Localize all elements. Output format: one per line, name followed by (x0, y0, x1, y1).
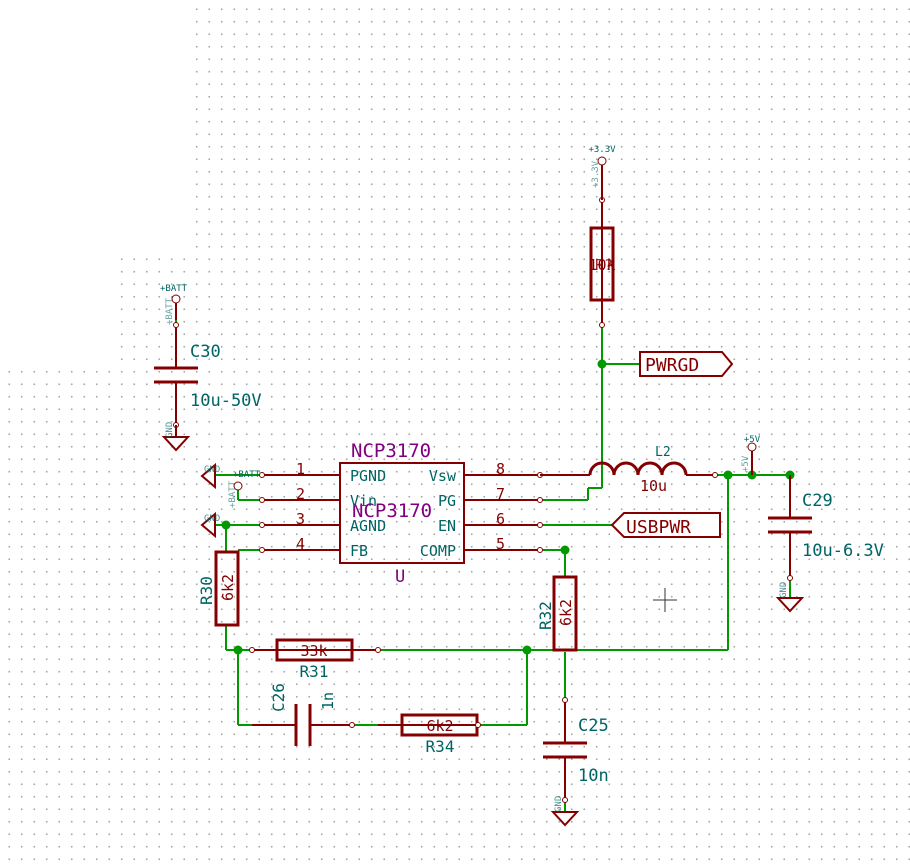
ic-value: NCP3170 (352, 500, 432, 522)
junction-dot (233, 645, 243, 655)
capacitor-value: 10u-6.3V (802, 541, 884, 561)
pin-name: PG (438, 492, 456, 510)
power-label-vertical: +5V (741, 455, 751, 472)
capacitor-c25[interactable]: C25 10n (543, 697, 609, 803)
ground-c25[interactable]: GND (550, 796, 580, 827)
resistor-r31[interactable]: 33k R31 (249, 638, 381, 681)
ic-ncp3170[interactable]: NCP3170 NCP3170 U 1 2 3 4 8 7 6 5 PGND V… (259, 440, 543, 587)
resistor-reference: R32 (536, 601, 555, 630)
pin-name: Vsw (429, 467, 457, 485)
ground-agnd[interactable]: GND (200, 511, 220, 539)
crosshair-cursor-icon (653, 588, 677, 612)
power-label: +BATT (233, 470, 261, 480)
power-label-vertical: +BATT (228, 480, 238, 508)
label-text: USBPWR (626, 517, 691, 538)
resistor-value: 10k (588, 256, 615, 274)
power-label: GND (165, 422, 175, 438)
pin-number: 7 (496, 485, 505, 503)
pin-name: PGND (350, 467, 386, 485)
resistor-reference: R31 (300, 662, 329, 681)
pin-name: AGND (350, 517, 386, 535)
junction-dot (597, 359, 607, 369)
junction-dot (560, 545, 570, 555)
pin-name: EN (438, 517, 456, 535)
label-text: PWRGD (645, 355, 699, 376)
pin-number: 4 (296, 535, 305, 553)
resistor-reference: R34 (426, 737, 455, 756)
power-label: +5V (744, 435, 761, 445)
ic-body (339, 462, 465, 564)
capacitor-reference: C26 (269, 683, 288, 712)
empty-area (0, 248, 110, 363)
power-label: GND (204, 514, 220, 524)
power-label: GND (779, 582, 789, 598)
resistor-pullup[interactable]: 10k R? (588, 197, 616, 328)
power-label: GND (204, 465, 220, 475)
ic-reference: NCP3170 (351, 440, 431, 462)
capacitor-value: 10n (578, 766, 609, 786)
resistor-r32[interactable]: R32 6k2 (536, 575, 578, 652)
ic-unit: U (395, 567, 405, 587)
wires (175, 200, 791, 812)
pin-number: 1 (296, 460, 305, 478)
inductor-reference: L2 (655, 445, 671, 460)
resistor-reference: R? (595, 256, 613, 274)
empty-area (0, 0, 190, 248)
power-label: +BATT (160, 284, 188, 294)
label-usbpwr[interactable]: USBPWR (610, 512, 721, 538)
capacitor-reference: C30 (190, 342, 221, 362)
power-batt[interactable]: +BATT +BATT (160, 284, 188, 325)
resistor-value: 33k (300, 642, 327, 660)
ground-c30[interactable]: GND (161, 422, 191, 452)
power-label: GND (554, 796, 564, 812)
junction-dot (522, 645, 532, 655)
capacitor-c30[interactable]: C30 10u-50V (154, 322, 262, 428)
power-5v[interactable]: +5V +5V (741, 435, 761, 475)
inductor-l2[interactable]: L2 10u (540, 445, 718, 495)
capacitor-c29[interactable]: C29 10u-6.3V (768, 475, 884, 581)
capacitor-value: 1n (319, 692, 337, 710)
resistor-value: 6k2 (557, 599, 575, 626)
resistor-reference: R30 (197, 576, 216, 605)
junctions (221, 359, 795, 655)
junction-dot (221, 520, 231, 530)
power-batt-ic[interactable]: +BATT +BATT (228, 470, 261, 508)
capacitor-c26[interactable]: C26 1n (252, 683, 355, 746)
pin-name: FB (350, 542, 368, 560)
power-label: +3.3V (588, 145, 616, 155)
resistor-value: 6k2 (426, 717, 453, 735)
ground-pgnd[interactable]: GND (200, 462, 220, 490)
capacitor-value: 10u-50V (190, 391, 262, 411)
power-label-vertical: +3.3V (591, 160, 601, 188)
power-3v3[interactable]: +3.3V +3.3V (588, 145, 616, 200)
capacitor-reference: C25 (578, 716, 609, 736)
pin-number: 6 (496, 510, 505, 528)
resistor-value: 6k2 (219, 574, 237, 601)
pin-number: 3 (296, 510, 305, 528)
pin-number: 2 (296, 485, 305, 503)
capacitor-reference: C29 (802, 491, 833, 511)
inductor-value: 10u (640, 477, 667, 495)
resistor-r34[interactable]: 6k2 R34 (378, 713, 481, 756)
pin-name: COMP (420, 542, 456, 560)
resistor-r30[interactable]: R30 6k2 (197, 550, 240, 627)
power-label-vertical: +BATT (165, 297, 175, 325)
empty-area (190, 0, 910, 8)
junction-dot (723, 470, 733, 480)
pin-number: 8 (496, 460, 505, 478)
pin-number: 5 (496, 535, 505, 553)
label-pwrgd[interactable]: PWRGD (639, 351, 734, 377)
ground-c29[interactable]: GND (775, 582, 805, 613)
pin-name: Vin (350, 492, 377, 510)
